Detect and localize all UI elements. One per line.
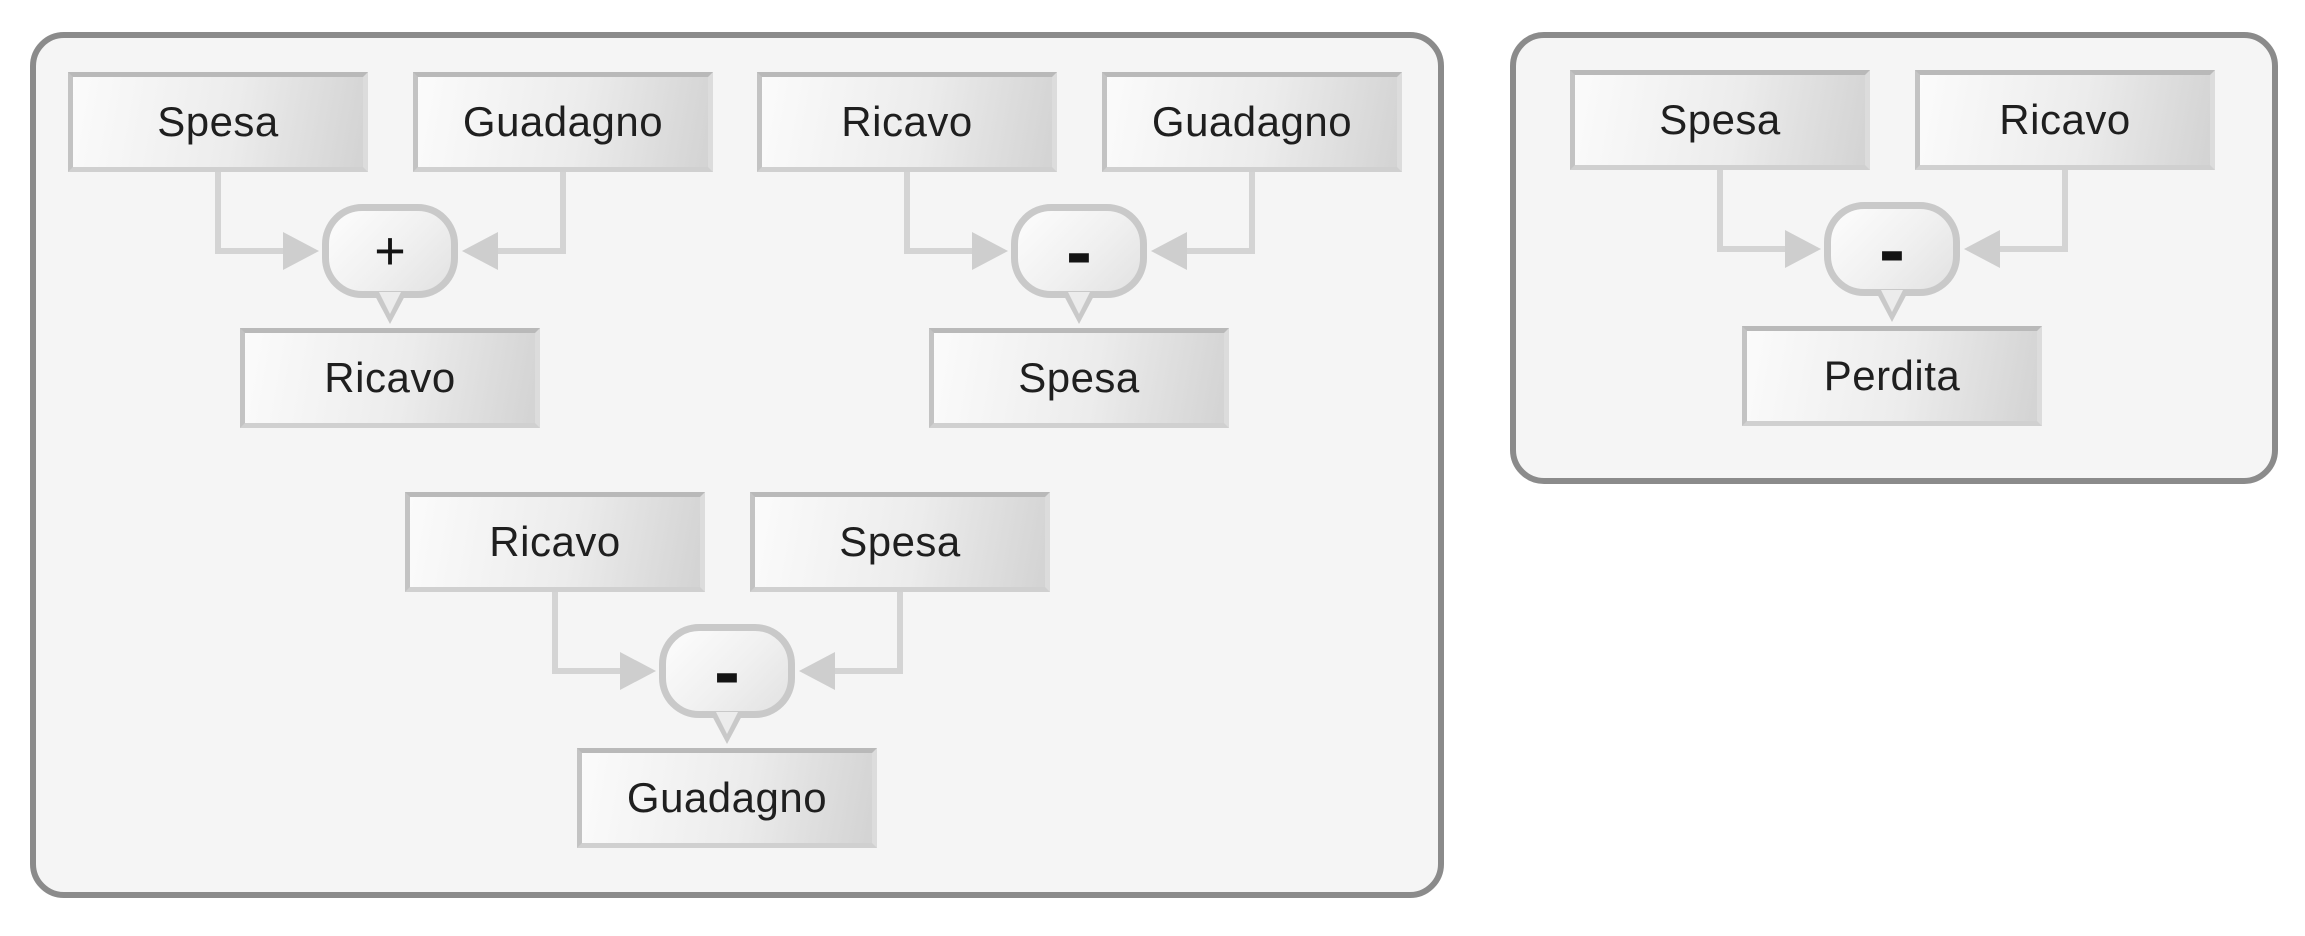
arrow-left-icon (1964, 230, 2000, 268)
arrow-left-icon (462, 232, 498, 270)
connector-line (552, 668, 630, 674)
box-label: Guadagno (462, 98, 664, 145)
connector-line (552, 592, 558, 674)
operator-symbol: + (374, 221, 406, 281)
box-label: Spesa (157, 98, 279, 145)
diagram-diff-spesa: Ricavo Guadagno - Spesa (757, 72, 1402, 428)
operator-symbol: - (1879, 205, 1905, 293)
box-label: Spesa (1659, 96, 1781, 143)
box-operand-right: Ricavo (1915, 70, 2215, 170)
box-result: Guadagno (577, 748, 877, 848)
connector-line (215, 248, 293, 254)
box-result: Perdita (1742, 326, 2042, 426)
diagram-diff-guadagno: Ricavo Spesa - Guadagno (405, 492, 1050, 848)
box-result: Ricavo (240, 328, 540, 428)
box-operand-left: Ricavo (757, 72, 1057, 172)
arrow-right-icon (1785, 230, 1821, 268)
arrow-left-icon (799, 652, 835, 690)
connector-line (825, 668, 903, 674)
operator-node: - (659, 624, 795, 718)
box-result: Spesa (929, 328, 1229, 428)
connector-line (1177, 248, 1255, 254)
diagram-sum-ricavo: Spesa Guadagno + Ricavo (68, 72, 713, 428)
operator-pointer-icon (1068, 292, 1090, 314)
box-label: Guadagno (626, 774, 828, 821)
box-label: Ricavo (489, 518, 621, 565)
connector-line (560, 172, 566, 254)
box-label: Guadagno (1151, 98, 1353, 145)
connector-line (897, 592, 903, 674)
box-label: Spesa (839, 518, 961, 565)
operator-node: - (1824, 202, 1960, 296)
connector-line (904, 248, 982, 254)
box-label: Perdita (1823, 352, 1961, 399)
operator-symbol: - (1066, 207, 1092, 295)
operator-symbol: - (714, 627, 740, 715)
box-operand-right: Spesa (750, 492, 1050, 592)
connector-line (1717, 246, 1795, 252)
operator-pointer-icon (379, 292, 401, 314)
operator-node: + (322, 204, 458, 298)
connector-line (2062, 170, 2068, 252)
arrow-right-icon (283, 232, 319, 270)
box-label: Ricavo (324, 354, 456, 401)
connector-line (1990, 246, 2068, 252)
connector-line (215, 172, 221, 254)
connector-line (1249, 172, 1255, 254)
box-operand-left: Ricavo (405, 492, 705, 592)
box-label: Ricavo (841, 98, 973, 145)
operator-pointer-icon (1881, 290, 1903, 312)
diagram-diff-perdita: Spesa Ricavo - Perdita (1570, 70, 2215, 426)
connector-line (1717, 170, 1723, 252)
box-operand-right: Guadagno (1102, 72, 1402, 172)
arrow-right-icon (620, 652, 656, 690)
box-label: Spesa (1018, 354, 1140, 401)
box-operand-left: Spesa (68, 72, 368, 172)
box-label: Ricavo (1999, 96, 2131, 143)
connector-line (488, 248, 566, 254)
arrow-left-icon (1151, 232, 1187, 270)
operator-node: - (1011, 204, 1147, 298)
box-operand-left: Spesa (1570, 70, 1870, 170)
arrow-right-icon (972, 232, 1008, 270)
connector-line (904, 172, 910, 254)
box-operand-right: Guadagno (413, 72, 713, 172)
operator-pointer-icon (716, 712, 738, 734)
